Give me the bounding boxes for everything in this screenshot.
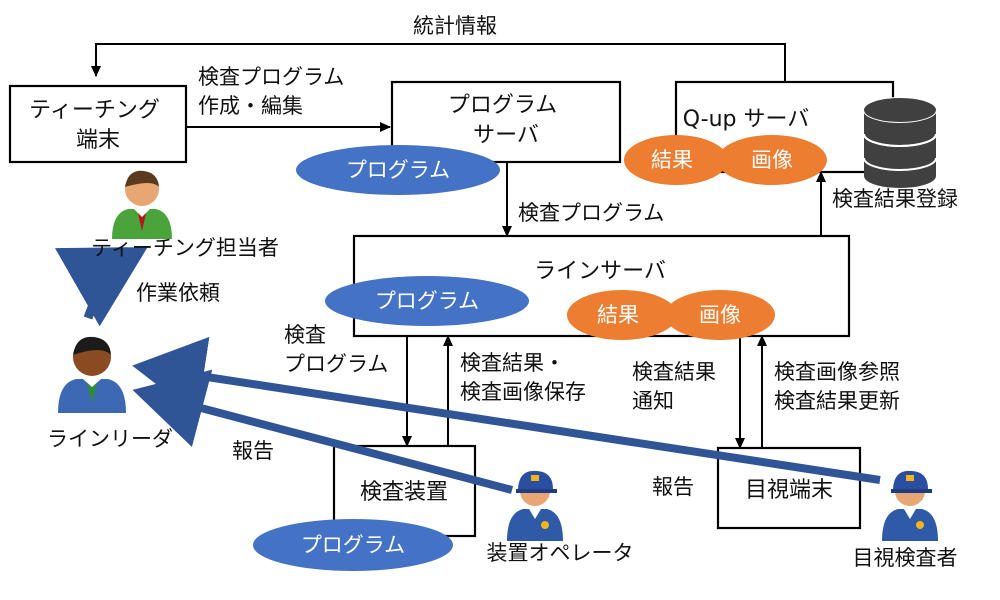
program-pill-label: プログラム xyxy=(346,158,450,182)
report-right-label: 報告 xyxy=(652,475,694,499)
save-results-label: 検査結果・ 検査画像保存 xyxy=(460,351,586,404)
teaching-operator-label: ティーチング担当者 xyxy=(91,236,279,260)
program-pill-label: プログラム xyxy=(375,289,479,313)
notify-results-label: 検査結果 通知 xyxy=(632,360,723,413)
report-from-inspector-arrow xyxy=(132,336,881,484)
teaching-terminal-box[interactable]: ティーチング 端末 xyxy=(8,84,188,164)
result-pill-qup: 結果 xyxy=(624,135,728,185)
image-pill-qup: 画像 xyxy=(717,135,827,185)
database-icon xyxy=(863,97,937,188)
program-pill-line-server: プログラム xyxy=(325,276,529,326)
visual-inspector-label: 目視検査者 xyxy=(853,546,958,570)
create-edit-label: 検査プログラム 作成・編集 xyxy=(198,65,351,118)
report-from-operator-arrow xyxy=(132,369,514,494)
work-request-arrow xyxy=(54,247,148,327)
program-down-label: 検査 プログラム xyxy=(284,323,388,376)
teaching-terminal-label: ティーチング 端末 xyxy=(29,98,167,153)
inspection-program-label: 検査プログラム xyxy=(518,201,664,225)
program-pill-device: プログラム xyxy=(253,519,453,571)
report-left-label: 報告 xyxy=(232,439,274,463)
program-server-label: プログラム サーバ xyxy=(448,93,564,148)
register-results-label: 検査結果登録 xyxy=(832,187,958,211)
inspection-device-label: 検査装置 xyxy=(360,480,448,505)
stats-feedback-line xyxy=(91,43,786,82)
image-pill-label: 画像 xyxy=(751,148,793,172)
line-leader-label: ラインリーダ xyxy=(47,427,173,451)
person-green-tie-icon xyxy=(112,170,172,239)
qup-server-label: Q-up サーバ xyxy=(683,107,810,132)
program-server-box[interactable]: プログラム サーバ xyxy=(390,80,622,164)
stats-label: 統計情報 xyxy=(413,14,497,38)
device-operator-label: 装置オペレータ xyxy=(487,541,634,565)
line-server-label: ラインサーバ xyxy=(534,259,666,284)
worker-cap-icon xyxy=(507,470,563,541)
worker-cap-icon xyxy=(882,470,938,541)
image-pill-line: 画像 xyxy=(665,290,775,340)
result-pill-line: 結果 xyxy=(567,290,677,340)
work-request-label: 作業依頼 xyxy=(136,281,220,305)
result-pill-label: 結果 xyxy=(651,148,693,172)
image-pill-label: 画像 xyxy=(699,303,741,327)
visual-terminal-label: 目視端末 xyxy=(745,478,833,503)
program-pill-label: プログラム xyxy=(301,533,405,557)
result-pill-label: 結果 xyxy=(597,303,639,327)
refer-update-label: 検査画像参照 検査結果更新 xyxy=(774,360,907,413)
person-blue-suit-icon xyxy=(58,336,126,413)
program-pill-program-server: プログラム xyxy=(296,145,500,195)
